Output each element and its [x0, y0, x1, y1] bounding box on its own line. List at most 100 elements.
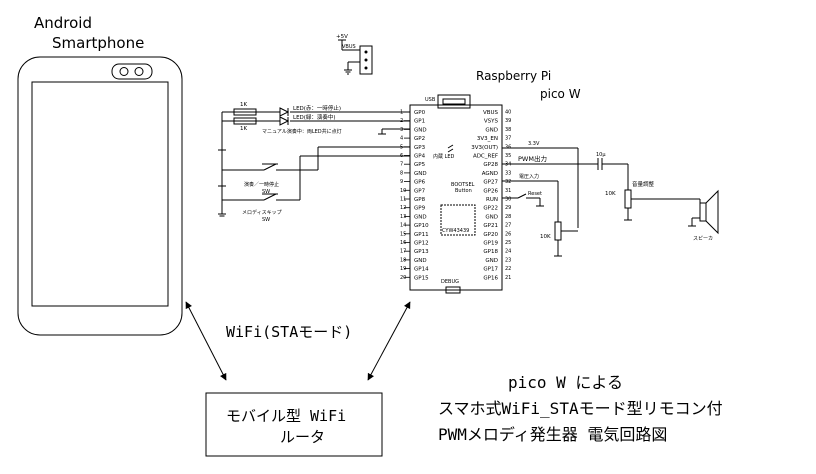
left-pin-name: GND: [414, 171, 427, 177]
sw2-contact: [263, 193, 300, 201]
phone-screen: [31, 81, 169, 307]
pwm-label: PWM出力: [518, 154, 547, 163]
wifi-link-label: WiFi(STAモード): [226, 323, 352, 341]
right-pin-number: 22: [505, 266, 511, 272]
router-label-line2: ルータ: [280, 428, 325, 446]
wifi-arrow-phone: [185, 301, 227, 381]
left-pin-name: GP2: [414, 136, 425, 142]
right-pin-number: 36: [505, 144, 511, 150]
phone-title-line2: Smartphone: [52, 34, 144, 52]
led-green-label: LED(緑：演奏中): [293, 113, 336, 121]
builtin-led-label: 内蔵 LED: [433, 153, 455, 160]
board-name-line1: Raspberry Pi: [476, 69, 551, 83]
builtin-led-icon: [447, 144, 454, 153]
right-pin-name: GP16: [483, 275, 498, 281]
left-pin-name: GP14: [414, 267, 429, 273]
right-pin-name: GP17: [483, 267, 498, 273]
left-pin-name: GP5: [414, 162, 426, 168]
right-pin-number: 29: [505, 205, 511, 211]
power-connector: +5V VBUS: [336, 34, 373, 75]
right-pin-number: 31: [505, 188, 511, 194]
pot-label: 10K: [540, 234, 551, 240]
right-pin-number: 40: [505, 110, 511, 116]
right-pin-name: GP22: [483, 206, 498, 212]
left-pin-name: GP4: [414, 154, 426, 160]
wifi-module-label: CYW43439: [442, 228, 469, 234]
right-pin-number: 30: [505, 197, 511, 203]
speaker-magnet: [699, 202, 707, 222]
left-pin-number: 16: [400, 240, 406, 246]
sw1-label-line1: 演奏／一時停止: [244, 181, 279, 188]
board-name-line2: pico W: [540, 87, 581, 101]
caption: pico W による スマホ式WiFi_STAモード型リモコン付 PWMメロディ…: [438, 373, 723, 444]
wifi-arrow-board: [367, 301, 411, 381]
left-pin-number: 10: [400, 188, 406, 194]
phone-camera-bar: [111, 63, 153, 80]
left-pin-number: 7: [400, 162, 403, 168]
right-pin-name: GND: [485, 127, 498, 133]
right-pin-name: GND: [485, 214, 498, 220]
vol-r-label: 10K: [605, 191, 616, 197]
left-pin-number: 14: [400, 223, 406, 229]
right-pin-name: 3V3(OUT): [471, 145, 498, 151]
left-pin-number: 4: [400, 136, 403, 142]
v5-label: +5V: [336, 34, 348, 40]
power-header-pin3: [364, 66, 368, 70]
debug-label: DEBUG: [441, 279, 459, 285]
caption-line1: pico W による: [508, 373, 623, 392]
right-pin-name: GP28: [483, 162, 498, 168]
right-pin-name: GP26: [483, 188, 498, 194]
left-pin-number: 9: [400, 179, 403, 185]
phone-sensor-lens: [134, 67, 144, 76]
left-pin-name: GND: [414, 214, 427, 220]
right-pin-number: 33: [505, 170, 511, 176]
right-pin-number: 21: [505, 275, 511, 281]
power-header: [359, 45, 373, 75]
right-pin-number: 35: [505, 153, 511, 159]
left-pin-name: GP15: [414, 275, 429, 281]
left-pin-number: 20: [400, 275, 406, 281]
left-pin-name: GP9: [414, 206, 426, 212]
led-green-icon: [279, 116, 290, 126]
v33-label: 3.3V: [528, 141, 540, 147]
left-pin-number: 15: [400, 231, 406, 237]
right-pin-name: GP20: [483, 232, 498, 238]
right-pin-number: 24: [505, 249, 511, 255]
power-header-pin2: [364, 58, 368, 62]
bootsel-label-line2: Button: [455, 188, 472, 194]
sw2-label-line1: メロディスキップ: [242, 209, 282, 216]
power-header-pin1: [364, 50, 368, 54]
caption-line2: スマホ式WiFi_STAモード型リモコン付: [438, 399, 723, 418]
led-red-label: LED(赤：一時停止): [293, 104, 341, 112]
right-pin-number: 37: [505, 136, 511, 142]
left-pin-number: 12: [400, 205, 406, 211]
right-pin-name: VSYS: [484, 119, 499, 125]
wifi-module-box: [440, 204, 476, 236]
reset-label: Reset: [528, 191, 542, 197]
left-pin-name: GP8: [414, 197, 426, 203]
caption-line3: PWMメロディ発生器 電気回路図: [438, 425, 667, 444]
right-pin-number: 38: [505, 127, 511, 133]
usb-port: [442, 98, 466, 105]
input-pot: [554, 221, 562, 241]
wifi-router: モバイル型 WiFi ルータ: [205, 392, 383, 457]
left-pin-name: GND: [414, 127, 427, 133]
volt-in-label: 電圧入力: [519, 173, 539, 180]
left-pin-name: GP7: [414, 188, 426, 194]
left-pin-name: GP12: [414, 241, 429, 247]
vbus-label: VBUS: [342, 44, 356, 50]
left-pin-name: GP10: [414, 223, 429, 229]
right-pin-name: AGND: [482, 171, 498, 177]
r2-label: 1K: [240, 126, 247, 132]
cap-label: 10μ: [596, 152, 606, 158]
right-pin-number: 34: [505, 162, 511, 168]
left-pin-name: GP1: [414, 119, 425, 125]
phone-title-line1: Android: [34, 14, 92, 32]
left-pin-name: GP0: [414, 110, 426, 116]
phone-camera-lens: [119, 67, 129, 76]
left-pin-number: 8: [400, 170, 403, 176]
resistor-1: [233, 108, 257, 116]
left-circuit: LED(赤：一時停止) LED(緑：演奏中) マニュアル演奏中：両LED共に点灯…: [218, 102, 410, 223]
volume-resistor: [624, 189, 632, 209]
